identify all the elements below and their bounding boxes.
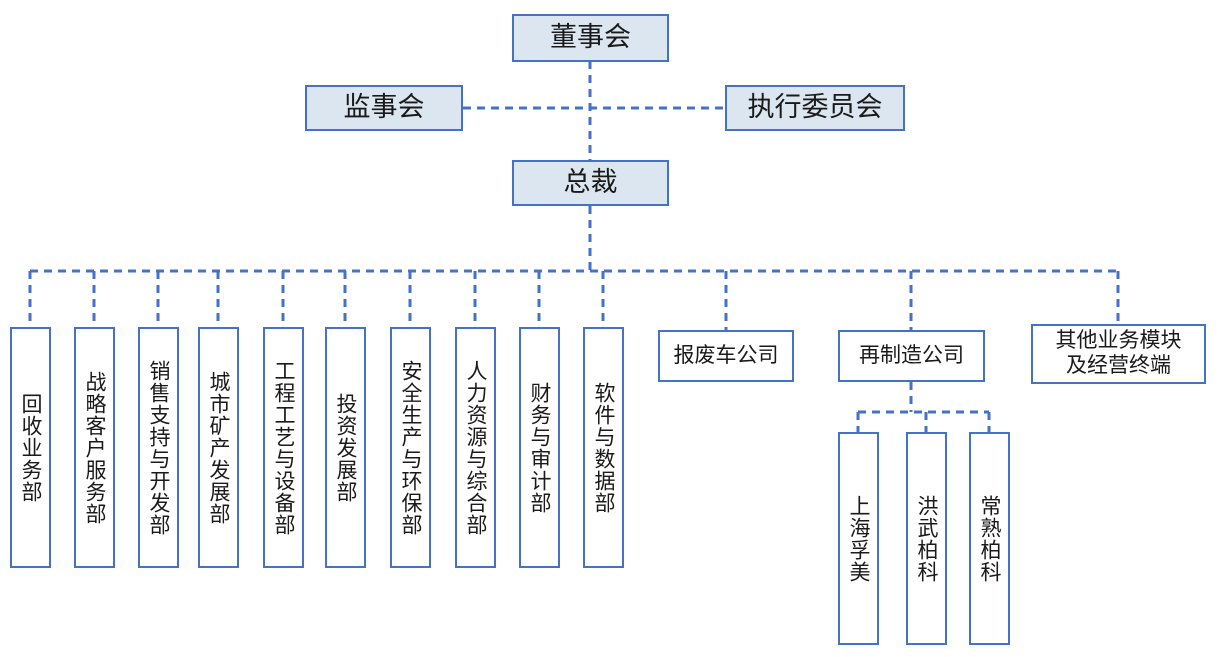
node-department-3[interactable]: 销售支持与开发部 xyxy=(138,327,179,568)
node-subsidiary-2-label: 洪武柏科 xyxy=(915,494,938,583)
node-department-7[interactable]: 安全生产与环保部 xyxy=(390,327,431,568)
node-supervisory-board-label: 监事会 xyxy=(343,92,425,123)
node-business-unit-1-label: 报废车公司 xyxy=(673,343,779,367)
node-board-of-directors[interactable]: 董事会 xyxy=(512,14,669,62)
node-business-unit-2-label: 再制造公司 xyxy=(859,343,964,367)
node-department-8-label: 人力资源与综合部 xyxy=(464,359,487,536)
node-department-4-label: 城市矿产发展部 xyxy=(207,370,230,525)
node-business-unit-2[interactable]: 再制造公司 xyxy=(838,330,985,382)
node-department-6[interactable]: 投资发展部 xyxy=(325,327,366,568)
node-department-10[interactable]: 软件与数据部 xyxy=(583,327,624,568)
node-executive-committee[interactable]: 执行委员会 xyxy=(725,85,905,131)
node-department-2-label: 战略客户服务部 xyxy=(83,370,106,525)
node-department-9[interactable]: 财务与审计部 xyxy=(519,327,560,568)
node-subsidiary-1-label: 上海孚美 xyxy=(847,494,870,583)
node-business-unit-3[interactable]: 其他业务模块 及经营终端 xyxy=(1031,324,1206,384)
node-executive-committee-label: 执行委员会 xyxy=(747,92,883,123)
node-department-6-label: 投资发展部 xyxy=(334,392,357,503)
node-department-7-label: 安全生产与环保部 xyxy=(399,359,422,536)
node-department-5-label: 工程工艺与设备部 xyxy=(272,359,295,536)
node-department-1-label: 回收业务部 xyxy=(19,392,42,503)
node-department-2[interactable]: 战略客户服务部 xyxy=(74,327,115,568)
node-department-1[interactable]: 回收业务部 xyxy=(10,327,51,568)
node-subsidiary-1[interactable]: 上海孚美 xyxy=(838,432,879,645)
node-department-10-label: 软件与数据部 xyxy=(592,381,615,514)
node-subsidiary-3-label: 常熟柏科 xyxy=(978,494,1001,583)
node-board-of-directors-label: 董事会 xyxy=(550,22,631,53)
node-department-4[interactable]: 城市矿产发展部 xyxy=(198,327,239,568)
node-department-3-label: 销售支持与开发部 xyxy=(147,359,170,536)
node-president-label: 总裁 xyxy=(563,167,618,198)
node-subsidiary-3[interactable]: 常熟柏科 xyxy=(969,432,1010,645)
node-department-5[interactable]: 工程工艺与设备部 xyxy=(263,327,304,568)
node-subsidiary-2[interactable]: 洪武柏科 xyxy=(906,432,947,645)
node-supervisory-board[interactable]: 监事会 xyxy=(305,85,463,131)
node-president[interactable]: 总裁 xyxy=(512,160,669,206)
node-department-8[interactable]: 人力资源与综合部 xyxy=(455,327,496,568)
node-business-unit-1[interactable]: 报废车公司 xyxy=(658,330,794,382)
node-department-9-label: 财务与审计部 xyxy=(528,381,551,514)
node-business-unit-3-label: 其他业务模块 及经营终端 xyxy=(1055,329,1182,377)
